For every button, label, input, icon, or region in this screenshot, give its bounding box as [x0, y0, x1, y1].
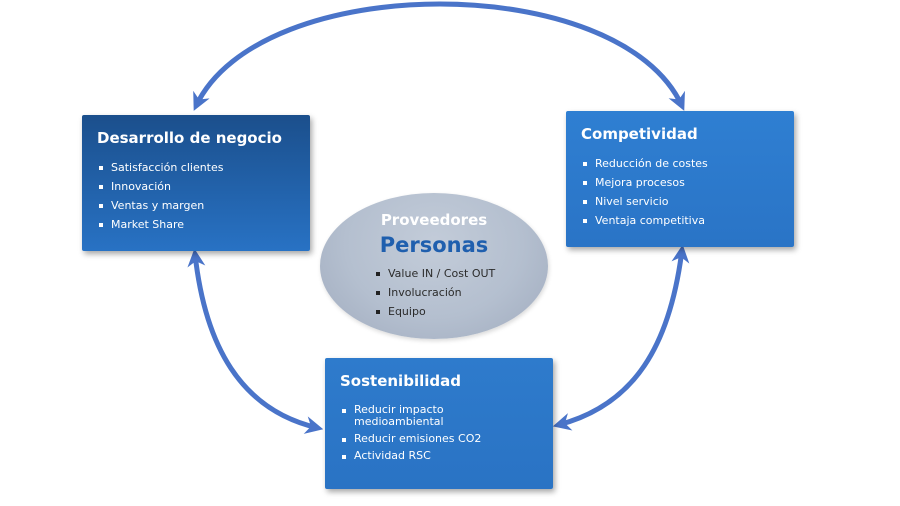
list-item: Innovación	[97, 180, 310, 194]
personas-list: Value IN / Cost OUT Involucración Equipo	[376, 267, 495, 324]
proveedores-label: Proveedores	[380, 211, 488, 229]
list-item: Ventaja competitiva	[581, 214, 794, 228]
competitividad-list: Reducción de costes Mejora procesos Nive…	[581, 157, 794, 228]
list-item: Nivel servicio	[581, 195, 794, 209]
list-item: Satisfacción clientes	[97, 161, 310, 175]
competitividad-title: Competividad	[581, 125, 698, 143]
list-item: Value IN / Cost OUT	[376, 267, 495, 281]
right-arrow	[552, 244, 690, 431]
sostenibilidad-box: Sostenibilidad Reducir impacto medioambi…	[325, 358, 553, 489]
top-arrow	[193, 1, 685, 111]
list-item: Involucración	[376, 286, 495, 300]
personas-title: Personas	[379, 233, 489, 257]
desarrollo-negocio-title: Desarrollo de negocio	[97, 129, 282, 147]
list-item: Mejora procesos	[581, 176, 794, 190]
list-item: Reducir impacto medioambiental	[340, 404, 474, 428]
left-arrow	[187, 248, 324, 434]
competitividad-box: Competividad Reducción de costes Mejora …	[566, 111, 794, 247]
sostenibilidad-list: Reducir impacto medioambiental Reducir e…	[340, 404, 553, 462]
list-item: Reducción de costes	[581, 157, 794, 171]
list-item: Reducir emisiones CO2	[340, 433, 553, 445]
list-item: Ventas y margen	[97, 199, 310, 213]
personas-oval: Proveedores Personas Value IN / Cost OUT…	[320, 193, 548, 339]
list-item: Market Share	[97, 218, 310, 232]
desarrollo-negocio-list: Satisfacción clientes Innovación Ventas …	[97, 161, 310, 232]
list-item: Equipo	[376, 305, 495, 319]
sostenibilidad-title: Sostenibilidad	[340, 372, 461, 390]
desarrollo-negocio-box: Desarrollo de negocio Satisfacción clien…	[82, 115, 310, 251]
list-item: Actividad RSC	[340, 450, 553, 462]
